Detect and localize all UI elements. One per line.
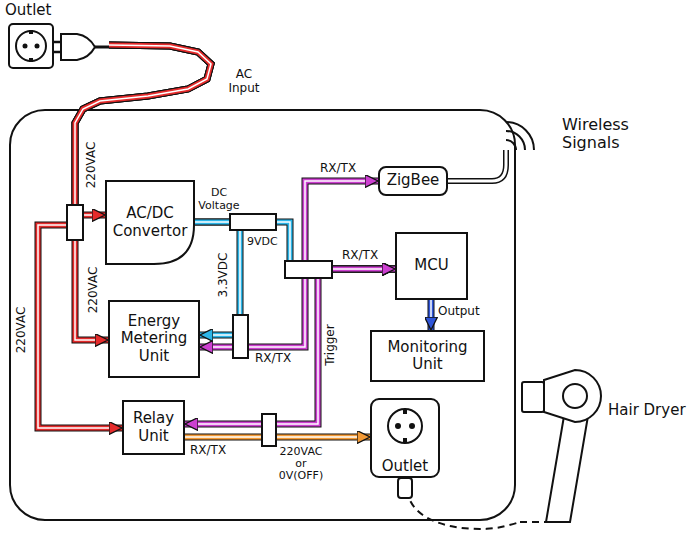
wireless-wave bbox=[506, 131, 525, 150]
socket-hole bbox=[395, 423, 401, 429]
junction-block bbox=[233, 315, 248, 358]
device-housing bbox=[10, 110, 515, 520]
dryer-body bbox=[544, 370, 601, 422]
plug-symbol bbox=[398, 478, 412, 498]
hair-dryer: Hair Dryer bbox=[520, 350, 700, 535]
junction-block bbox=[262, 414, 276, 446]
node-label: MCU bbox=[397, 257, 466, 274]
output-line bbox=[431, 300, 432, 330]
node-label: AC/DC Convertor bbox=[105, 205, 195, 240]
node-label: Outlet bbox=[5, 2, 51, 19]
ac-power-line-gap bbox=[38, 45, 211, 428]
output-line bbox=[429, 300, 434, 330]
wireless-wave bbox=[506, 140, 516, 150]
wire-label: 220VAC bbox=[85, 142, 98, 189]
socket-hole bbox=[23, 44, 28, 49]
socket-hole bbox=[409, 423, 415, 429]
signal-label: RX/TX bbox=[190, 444, 226, 457]
wire-label: 220VAC bbox=[87, 267, 100, 314]
ac-power-line bbox=[38, 45, 211, 428]
antenna-wire bbox=[448, 150, 506, 181]
node-label: Hair Dryer bbox=[608, 402, 686, 419]
dryer-nozzle bbox=[522, 382, 544, 412]
antenna-wire-core bbox=[448, 150, 506, 181]
junction-block bbox=[285, 261, 332, 278]
socket-hole bbox=[35, 44, 40, 49]
node-label: ZigBee bbox=[380, 172, 446, 189]
node-label: Relay Unit bbox=[124, 410, 183, 445]
node-label: Monitoring Unit bbox=[372, 339, 483, 374]
metering-box: Energy Metering Unit bbox=[108, 300, 200, 378]
plug-cord bbox=[95, 46, 109, 49]
socket-recess bbox=[16, 31, 46, 61]
switched-power-line-edge bbox=[185, 434, 370, 441]
plug-body bbox=[61, 34, 95, 60]
ground-clip bbox=[403, 438, 407, 442]
arrow-carrier bbox=[431, 300, 432, 330]
switched-power-line-gap bbox=[185, 436, 370, 438]
signal-label: RX/TX bbox=[342, 249, 378, 262]
ground-clip bbox=[29, 58, 33, 62]
ground-clip bbox=[403, 410, 407, 414]
ac-power-line-edge bbox=[38, 45, 211, 428]
socket-plate bbox=[9, 24, 53, 68]
power-cord bbox=[405, 478, 520, 529]
wire-label: 3.3VDC bbox=[217, 253, 230, 298]
wire-label: 220VAC or 0V(OFF) bbox=[276, 446, 326, 482]
socket-recess bbox=[388, 409, 422, 443]
converter-box: AC/DC Convertor bbox=[105, 180, 195, 265]
wireless-wave bbox=[506, 122, 534, 150]
switched-power-line bbox=[185, 435, 370, 440]
hair-dryer-outline bbox=[520, 350, 700, 535]
wall-outlet: Outlet bbox=[5, 2, 109, 74]
wire-label: 220VAC bbox=[15, 307, 28, 354]
output-line-gap bbox=[430, 300, 432, 330]
node-label: Outlet bbox=[370, 458, 440, 475]
arrow-carrier bbox=[38, 45, 211, 428]
wire-label: Output bbox=[438, 305, 480, 318]
outlet-plate bbox=[371, 399, 439, 477]
wire-label: Trigger bbox=[324, 324, 337, 365]
signal-label: DC Voltage bbox=[197, 187, 241, 212]
node-label: Energy Metering Unit bbox=[110, 313, 198, 365]
power-cord bbox=[405, 478, 520, 529]
arrow-carrier bbox=[185, 437, 370, 438]
output-line-edge bbox=[428, 300, 435, 330]
switched-power-line bbox=[185, 437, 370, 438]
input-label: AC Input bbox=[222, 68, 266, 96]
dryer-handle bbox=[546, 416, 588, 522]
junction-block bbox=[67, 205, 83, 240]
relay-box: Relay Unit bbox=[122, 400, 185, 455]
wireless-label: Wireless Signals bbox=[562, 116, 642, 153]
monitoring-box: Monitoring Unit bbox=[370, 330, 485, 382]
output-outlet: Outlet bbox=[370, 398, 440, 478]
wire-label: 9VDC bbox=[247, 236, 278, 248]
junction-block bbox=[230, 214, 276, 230]
converter-outline bbox=[106, 181, 194, 264]
wire-label: RX/TX bbox=[255, 352, 291, 365]
arrow-carrier bbox=[405, 478, 520, 529]
ground-clip bbox=[29, 30, 33, 34]
wire-label: RX/TX bbox=[320, 162, 356, 175]
dryer-fan bbox=[563, 384, 587, 408]
zigbee-module: ZigBee bbox=[378, 166, 448, 196]
mcu-box: MCU bbox=[395, 232, 468, 300]
ac-power-line bbox=[38, 45, 211, 428]
